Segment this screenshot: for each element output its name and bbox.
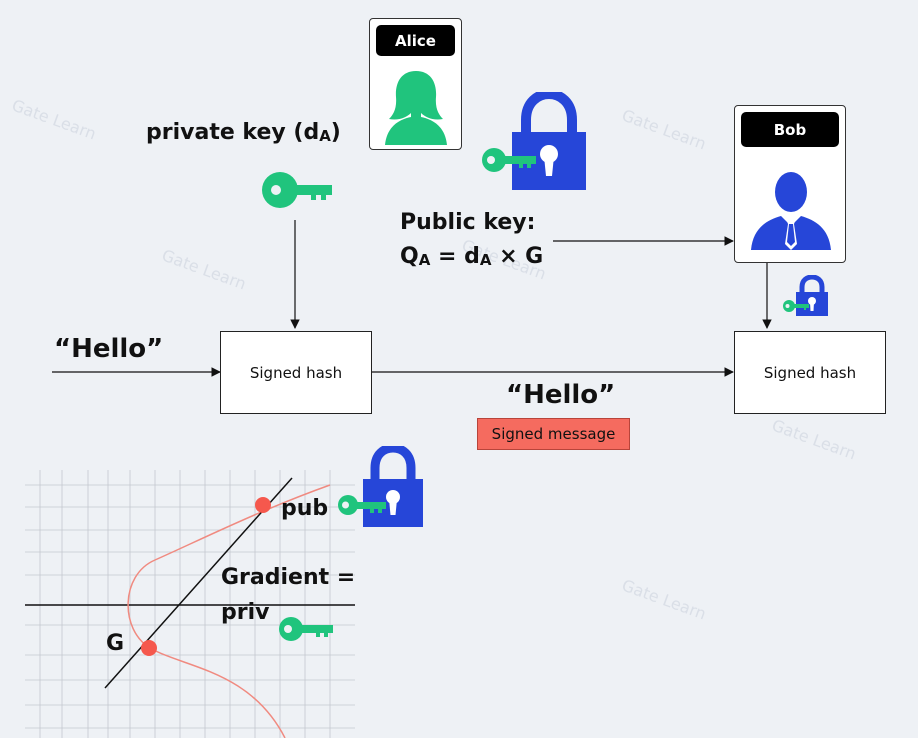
public-key-title: Public key:	[400, 210, 536, 235]
key-icon	[262, 172, 332, 208]
signed-message-badge: Signed message	[477, 418, 630, 450]
key-icon	[338, 495, 386, 515]
key-icon	[783, 300, 809, 312]
public-key-formula: QA = dA × G	[400, 244, 544, 269]
message-middle: “Hello”	[506, 380, 616, 410]
lock-icon	[512, 92, 586, 190]
tangent-line	[104, 477, 293, 689]
person-female-icon	[385, 71, 447, 145]
elliptic-curve	[127, 484, 331, 738]
signed-hash-right: Signed hash	[734, 331, 886, 414]
alice-card: Alice	[369, 18, 462, 150]
curve-label-g: G	[106, 631, 125, 656]
lock-icon	[363, 446, 423, 527]
curve-grid	[25, 470, 355, 738]
point-pub	[255, 497, 271, 513]
private-key-label: private key (dA)	[146, 120, 341, 145]
signed-hash-left: Signed hash	[220, 331, 372, 414]
curve-label-pub: pub	[281, 496, 329, 521]
bob-card: Bob	[734, 105, 846, 263]
message-left: “Hello”	[54, 334, 164, 364]
curve-label-priv: priv	[221, 600, 270, 625]
alice-name-tag: Alice	[376, 25, 455, 56]
person-male-icon	[751, 172, 831, 250]
point-g	[141, 640, 157, 656]
key-icon	[482, 148, 536, 172]
key-icon	[279, 617, 333, 641]
bob-name-tag: Bob	[741, 112, 839, 147]
curve-label-gradient: Gradient =	[221, 565, 356, 590]
